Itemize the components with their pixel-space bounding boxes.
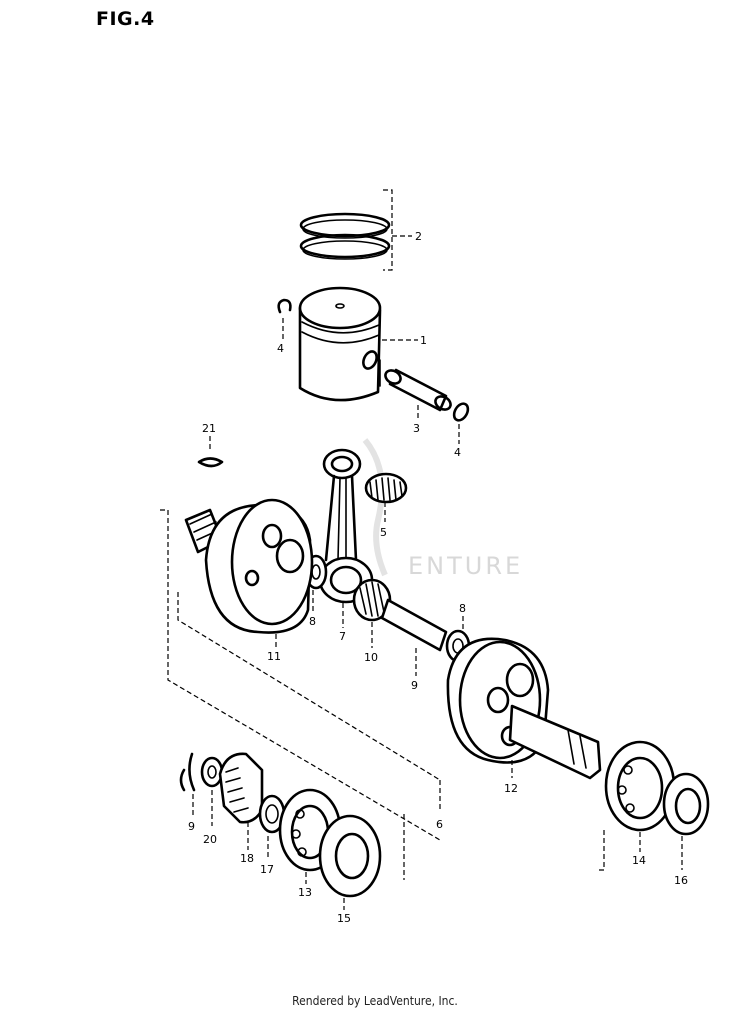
callout-7: 7 <box>339 630 346 643</box>
callout-15: 15 <box>337 912 351 925</box>
spacer-ring <box>200 756 224 826</box>
callout-3: 3 <box>413 422 420 435</box>
callout-5: 5 <box>380 526 387 539</box>
crank-web-right <box>446 637 602 780</box>
callout-16: 16 <box>674 874 688 887</box>
callout-labels: 2 1 4 3 4 21 5 8 8 7 10 11 9 12 6 9 20 1… <box>188 230 688 925</box>
callout-21: 21 <box>202 422 216 435</box>
primary-gear <box>218 752 264 850</box>
callout-14: 14 <box>632 854 646 867</box>
callout-1: 1 <box>420 334 427 347</box>
callout-4b: 4 <box>454 446 461 459</box>
callout-10: 10 <box>364 651 378 664</box>
callout-8b: 8 <box>459 602 466 615</box>
crankshaft-assembly-bracket <box>160 509 605 871</box>
callout-11: 11 <box>267 650 281 663</box>
oil-seal-left <box>318 814 382 910</box>
callout-17: 17 <box>260 863 274 876</box>
callout-18: 18 <box>240 852 254 865</box>
callout-12: 12 <box>504 782 518 795</box>
collar <box>258 794 286 860</box>
piston-pin <box>384 368 452 420</box>
crank-pin <box>380 598 448 676</box>
oil-seal-right <box>662 772 710 870</box>
woodruff-key <box>197 436 224 468</box>
callout-2: 2 <box>415 230 422 243</box>
watermark-text: ENTURE <box>408 552 523 580</box>
small-end-bearing <box>364 472 408 522</box>
callout-20: 20 <box>203 833 217 846</box>
circlip-right <box>452 402 470 444</box>
callout-9b: 9 <box>188 820 195 833</box>
callout-6: 6 <box>436 818 443 831</box>
callout-8a: 8 <box>309 615 316 628</box>
callout-13: 13 <box>298 886 312 899</box>
piston-rings <box>299 189 412 271</box>
figure-title: FIG.4 <box>96 8 155 30</box>
crank-web-left <box>184 498 314 648</box>
watermark: ENTURE <box>362 438 523 580</box>
shim <box>179 752 196 818</box>
callout-9a: 9 <box>411 679 418 692</box>
footer-credit: Rendered by LeadVenture, Inc. <box>292 994 458 1008</box>
callout-4a: 4 <box>277 342 284 355</box>
circlip-left <box>277 298 292 340</box>
piston <box>298 286 418 402</box>
